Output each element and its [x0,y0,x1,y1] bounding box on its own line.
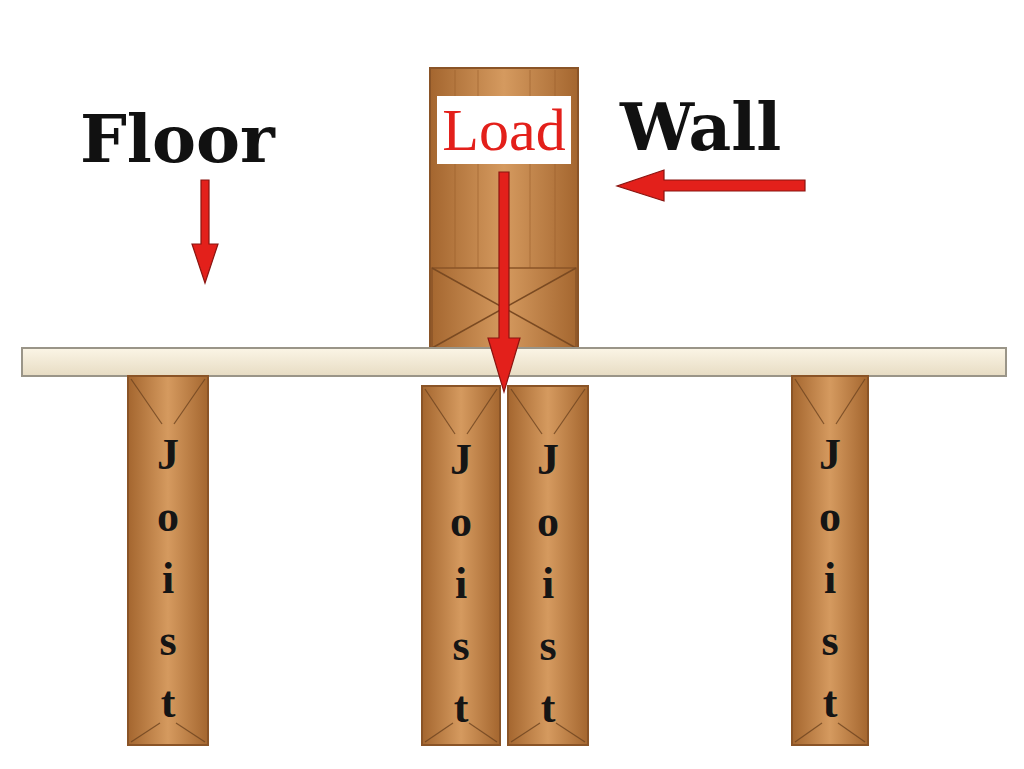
wall-arrow [617,170,805,201]
floor-arrow [192,180,218,283]
joist-beam: Joist [792,376,868,745]
joist-label: Joist [447,429,474,739]
load-tag: Load [437,96,570,164]
load-label: Load [442,100,565,160]
wall-label: Wall [620,94,781,160]
grain-marks [131,379,865,742]
joist-label: Joist [154,424,181,734]
joist-label: Joist [534,429,561,739]
joist-beam: Joist [422,386,500,745]
arrows [192,170,805,392]
load-arrow [488,172,520,392]
joist-label: Joist [816,424,843,734]
joist-beams [128,376,868,745]
joist-beam: Joist [508,386,588,745]
joist-beam: Joist [128,376,208,745]
floor-label: Floor [80,106,275,172]
